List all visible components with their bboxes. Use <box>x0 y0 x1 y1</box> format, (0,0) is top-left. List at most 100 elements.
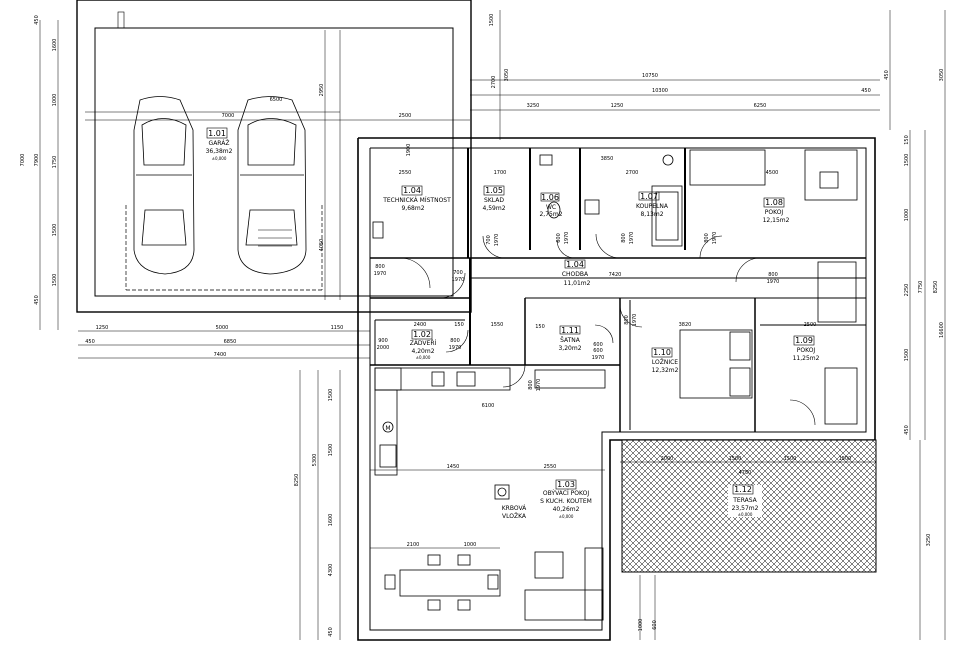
svg-text:12,32m2: 12,32m2 <box>652 367 679 374</box>
svg-text:2500: 2500 <box>804 322 817 328</box>
svg-text:150: 150 <box>535 324 545 330</box>
svg-text:450: 450 <box>861 88 871 94</box>
svg-text:6250: 6250 <box>754 103 767 109</box>
svg-text:7900: 7900 <box>34 154 40 167</box>
svg-text:2550: 2550 <box>399 170 412 176</box>
svg-text:POKOJ: POKOJ <box>765 209 784 216</box>
svg-text:9,68m2: 9,68m2 <box>401 205 424 212</box>
svg-text:2000: 2000 <box>377 345 390 351</box>
svg-text:2100: 2100 <box>407 542 420 548</box>
svg-text:800: 800 <box>624 315 630 325</box>
svg-text:7420: 7420 <box>609 272 622 278</box>
svg-text:6500: 6500 <box>270 97 283 103</box>
vlozka-label: VLOŽKA <box>502 512 527 520</box>
svg-text:1000: 1000 <box>464 542 477 548</box>
svg-text:3250: 3250 <box>926 534 932 547</box>
svg-text:8250: 8250 <box>294 474 300 487</box>
svg-text:1250: 1250 <box>96 325 109 331</box>
svg-text:SKLAD: SKLAD <box>484 197 504 204</box>
svg-text:450: 450 <box>904 425 910 435</box>
svg-text:1970: 1970 <box>494 234 500 247</box>
svg-text:11,25m2: 11,25m2 <box>793 355 820 362</box>
svg-text:1.02: 1.02 <box>413 330 431 339</box>
svg-text:OBÝVACÍ POKOJ: OBÝVACÍ POKOJ <box>543 490 589 497</box>
bed-loznice-icon <box>679 329 753 399</box>
car-left-icon <box>133 96 195 275</box>
svg-text:1500: 1500 <box>489 14 495 27</box>
svg-text:150: 150 <box>454 322 464 328</box>
svg-text:3050: 3050 <box>504 69 510 82</box>
svg-text:1550: 1550 <box>491 322 504 328</box>
room-label-terasa: 1.12 TERASA 23,57m2 ±0,000 <box>732 484 759 517</box>
tech-equipment-icon <box>372 221 384 239</box>
svg-text:1970: 1970 <box>712 232 718 245</box>
svg-text:3850: 3850 <box>601 156 614 162</box>
svg-text:1.08: 1.08 <box>765 198 783 207</box>
svg-text:LOŽNICE: LOŽNICE <box>652 358 678 366</box>
svg-text:POKOJ: POKOJ <box>797 347 816 354</box>
svg-text:4500: 4500 <box>766 170 779 176</box>
wc-icon <box>539 154 600 219</box>
svg-text:2500: 2500 <box>399 113 412 119</box>
svg-text:12,15m2: 12,15m2 <box>763 217 790 224</box>
svg-text:7750: 7750 <box>918 281 924 294</box>
svg-text:1.07: 1.07 <box>640 192 658 201</box>
svg-text:7000: 7000 <box>222 113 235 119</box>
svg-text:800: 800 <box>768 272 778 278</box>
svg-text:7400: 7400 <box>214 352 227 358</box>
svg-text:1.05: 1.05 <box>485 186 503 195</box>
svg-text:800: 800 <box>375 264 385 270</box>
svg-text:10300: 10300 <box>652 88 668 94</box>
svg-text:1970: 1970 <box>629 232 635 245</box>
svg-text:1500: 1500 <box>729 456 742 462</box>
fireplace-icon <box>494 484 510 500</box>
svg-text:11,01m2: 11,01m2 <box>564 280 591 287</box>
svg-text:800: 800 <box>621 233 627 243</box>
svg-text:1.04: 1.04 <box>566 260 584 269</box>
m-symbol: M <box>385 425 390 432</box>
svg-text:3250: 3250 <box>527 103 540 109</box>
svg-text:16600: 16600 <box>939 322 945 338</box>
svg-text:7000: 7000 <box>20 154 26 167</box>
room-label-wc: 1.06 WC 2,75m2 <box>539 192 563 218</box>
svg-text:TERASA: TERASA <box>732 497 757 504</box>
room-label-sklad: 1.05 SKLAD 4,59m2 <box>482 185 506 212</box>
svg-text:3,20m2: 3,20m2 <box>558 345 581 352</box>
svg-text:1600: 1600 <box>52 39 58 52</box>
svg-text:1150: 1150 <box>331 325 344 331</box>
svg-text:1500: 1500 <box>52 274 58 287</box>
room-label-technicka: 1.04 TECHNICKÁ MÍSTNOST 9,68m2 <box>382 185 451 212</box>
svg-text:1500: 1500 <box>784 456 797 462</box>
svg-text:700: 700 <box>486 235 492 245</box>
svg-text:2000: 2000 <box>661 456 674 462</box>
room-label-satna: 1.11 ŠATNA 3,20m2 <box>558 325 582 352</box>
krbova-label: KRBOVÁ <box>502 505 527 512</box>
svg-text:ZÁDVEŘÍ: ZÁDVEŘÍ <box>410 339 437 347</box>
svg-text:6100: 6100 <box>482 403 495 409</box>
svg-text:6850: 6850 <box>224 339 237 345</box>
svg-text:4300: 4300 <box>328 564 334 577</box>
svg-text:1000: 1000 <box>52 94 58 107</box>
svg-text:800: 800 <box>450 338 460 344</box>
svg-text:±0,000: ±0,000 <box>212 156 227 161</box>
svg-text:1450: 1450 <box>447 464 460 470</box>
svg-text:1.06: 1.06 <box>541 193 559 202</box>
svg-text:1.04: 1.04 <box>403 186 421 195</box>
svg-text:1600: 1600 <box>328 514 334 527</box>
svg-text:10750: 10750 <box>642 73 658 79</box>
svg-text:4,59m2: 4,59m2 <box>482 205 505 212</box>
svg-text:1250: 1250 <box>611 103 624 109</box>
sofa-icon <box>524 547 604 621</box>
svg-text:1000: 1000 <box>638 619 644 632</box>
svg-text:40,26m2: 40,26m2 <box>553 506 580 513</box>
room-label-zadveri: 1.02 ZÁDVEŘÍ 4,20m2 ±0,000 <box>410 329 437 360</box>
svg-text:1500: 1500 <box>904 349 910 362</box>
